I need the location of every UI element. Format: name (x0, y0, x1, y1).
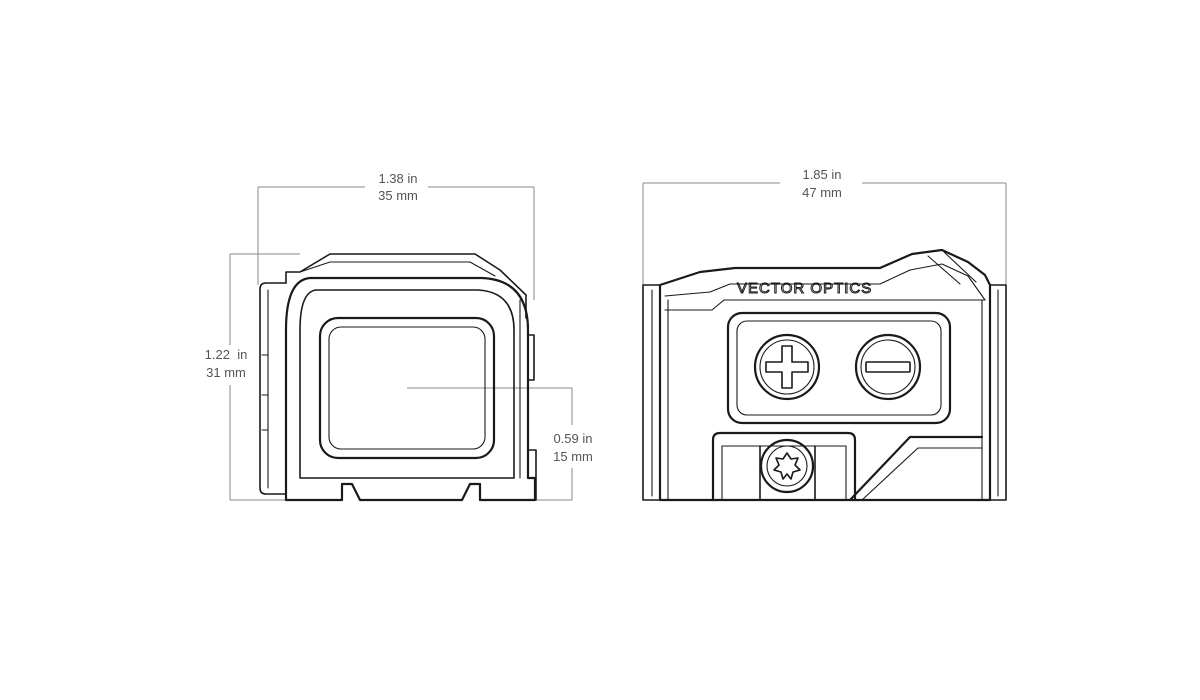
front-width-dimension: 1.38 in 35 mm (257, 171, 535, 300)
front-center-height-mm: 15 mm (553, 449, 593, 464)
side-length-inches: 1.85 in (802, 167, 841, 182)
minus-icon (865, 361, 911, 373)
plus-icon (765, 345, 809, 389)
plus-button[interactable] (753, 333, 821, 401)
front-width-inches: 1.38 in (378, 171, 417, 186)
front-center-height-dimension: 0.59 in 15 mm (407, 387, 593, 501)
front-housing (259, 253, 537, 502)
front-height-dimension: 1.22 in 31 mm (205, 253, 300, 501)
torx-screw-icon (759, 438, 815, 494)
front-height-mm: 31 mm (206, 365, 246, 380)
side-view: 1.85 in 47 mm VECTOR OPTICS (642, 167, 1007, 502)
front-view: 1.38 in 35 mm 1.22 in 31 mm 0.59 in 15 m… (205, 171, 593, 502)
side-housing: VECTOR OPTICS (642, 248, 1007, 502)
side-length-mm: 47 mm (802, 185, 842, 200)
side-length-dimension: 1.85 in 47 mm (642, 167, 1007, 285)
minus-button[interactable] (854, 333, 922, 401)
button-panel (726, 311, 952, 425)
front-center-height-inches: 0.59 in (553, 431, 592, 446)
front-height-inches: 1.22 in (205, 347, 248, 362)
mount-clamp (711, 431, 857, 502)
brand-logo: VECTOR OPTICS (737, 280, 872, 297)
front-width-mm: 35 mm (378, 188, 418, 203)
